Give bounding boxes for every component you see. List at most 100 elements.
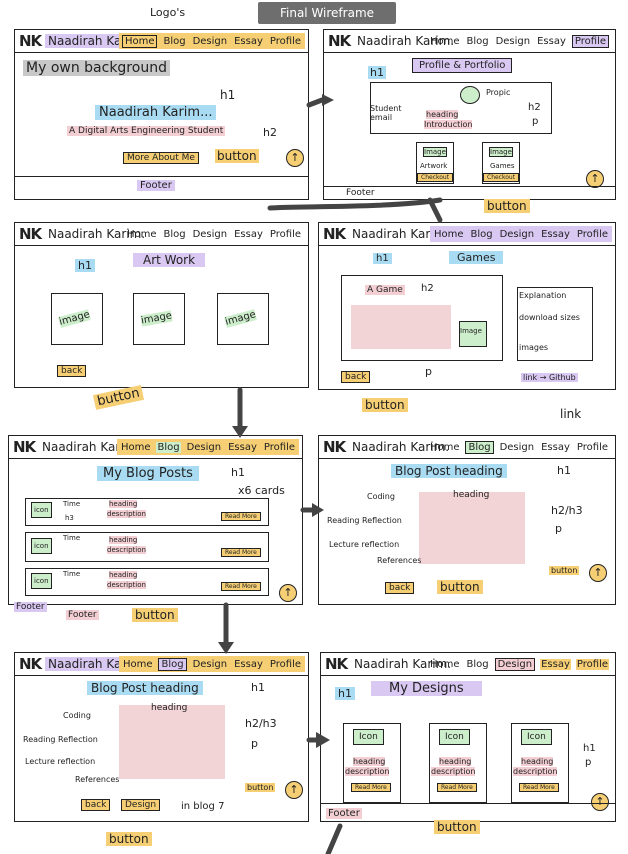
nav-design[interactable]: Design xyxy=(495,35,531,47)
logo[interactable]: NK xyxy=(323,225,346,243)
nav-essay[interactable]: Essay xyxy=(541,441,570,453)
games-card[interactable] xyxy=(482,142,520,184)
art-image-3[interactable] xyxy=(217,293,269,345)
read-more-button[interactable]: Read More xyxy=(351,783,391,792)
design-card-heading: heading xyxy=(521,757,554,766)
background-note: My own background xyxy=(23,60,170,76)
logo[interactable]: NK xyxy=(19,225,42,243)
scroll-up-button[interactable]: ↑ xyxy=(586,170,604,188)
logo[interactable]: NK xyxy=(328,32,351,50)
scroll-up-button[interactable]: ↑ xyxy=(279,584,297,602)
github-link[interactable]: link → Github xyxy=(521,373,578,382)
design-card[interactable] xyxy=(511,723,569,803)
nav-profile[interactable]: Profile xyxy=(269,658,301,670)
back-button[interactable]: back xyxy=(341,371,371,383)
nav-home[interactable]: Home xyxy=(429,35,460,47)
read-more-button[interactable]: Read More xyxy=(221,512,261,521)
game-card xyxy=(341,275,503,361)
content-block xyxy=(419,492,525,564)
nav-essay[interactable]: Essay xyxy=(540,658,571,670)
art-image-1[interactable] xyxy=(51,293,103,345)
nav-blog[interactable]: Blog xyxy=(470,228,493,240)
brand-name[interactable]: Naadirah Karim. xyxy=(357,34,455,48)
nav-design[interactable]: Design xyxy=(192,228,228,240)
nav-blog[interactable]: Blog xyxy=(466,658,489,670)
back-button[interactable]: back xyxy=(81,799,111,811)
profile-heading: heading xyxy=(426,110,459,119)
read-more-button[interactable]: Read More xyxy=(221,582,261,591)
h1-annotation: h1 xyxy=(368,66,386,79)
nav-design[interactable]: Design xyxy=(192,35,228,47)
read-more-button[interactable]: Read More xyxy=(437,783,477,792)
nav-profile[interactable]: Profile xyxy=(269,35,301,47)
blog-card[interactable] xyxy=(25,532,269,562)
nav-home[interactable]: Home xyxy=(122,658,153,670)
blog-card[interactable] xyxy=(25,568,269,596)
design-card[interactable] xyxy=(429,723,487,803)
scroll-up-button[interactable]: ↑ xyxy=(286,149,304,167)
art-image-2[interactable] xyxy=(133,293,185,345)
read-more-button[interactable]: Read More xyxy=(519,783,559,792)
logo[interactable]: NK xyxy=(13,438,36,456)
nav-blog[interactable]: Blog xyxy=(163,228,186,240)
nav-essay[interactable]: Essay xyxy=(541,228,570,240)
nav-design[interactable]: Design xyxy=(186,441,222,453)
nav-menu: Home Blog Design Essay Profile xyxy=(426,33,612,49)
nav-blog[interactable]: Blog xyxy=(163,35,186,47)
logo[interactable]: NK xyxy=(19,655,42,673)
brand-name[interactable]: Naadirah Karim. xyxy=(48,227,146,241)
nav-profile[interactable]: Profile xyxy=(575,658,609,670)
logo[interactable]: NK xyxy=(325,655,348,673)
artwork-checkout-button[interactable]: Checkout xyxy=(417,173,454,182)
design-button[interactable]: Design xyxy=(121,799,161,811)
nav-home[interactable]: Home xyxy=(429,658,460,670)
read-more-button[interactable]: Read More xyxy=(221,548,261,557)
back-button[interactable]: back xyxy=(57,365,87,377)
nav-profile[interactable]: Profile xyxy=(263,441,295,453)
nav-profile[interactable]: Profile xyxy=(576,441,608,453)
nav-home[interactable]: Home xyxy=(121,34,158,48)
nav-blog[interactable]: Blog xyxy=(156,441,181,453)
footer-label: Footer xyxy=(326,808,362,819)
scroll-up-button[interactable]: ↑ xyxy=(591,793,609,811)
blog-card-heading: heading xyxy=(109,536,138,544)
more-about-me-button[interactable]: More About Me xyxy=(123,152,199,164)
button-annotation: button xyxy=(362,398,408,412)
scroll-up-button[interactable]: ↑ xyxy=(589,564,607,582)
button-annotation: button xyxy=(484,199,530,213)
logo[interactable]: NK xyxy=(323,438,346,456)
nav-design[interactable]: Design xyxy=(192,658,228,670)
brand-name[interactable]: Naadirah Karim. xyxy=(352,227,450,241)
game-image[interactable] xyxy=(459,321,487,347)
brand-name[interactable]: Naadirah Karim. xyxy=(42,440,140,454)
arrow-profile-games xyxy=(427,197,443,223)
nav-essay[interactable]: Essay xyxy=(537,35,566,47)
nav-blog[interactable]: Blog xyxy=(466,35,489,47)
nav-essay[interactable]: Essay xyxy=(234,228,263,240)
nav-design[interactable]: Design xyxy=(499,228,535,240)
scroll-up-button[interactable]: ↑ xyxy=(285,781,303,799)
nav-essay[interactable]: Essay xyxy=(228,441,257,453)
blog-card[interactable] xyxy=(25,498,269,526)
nav-essay[interactable]: Essay xyxy=(234,35,263,47)
nav-blog[interactable]: Blog xyxy=(158,657,187,671)
brand-name[interactable]: Naadirah Karim. xyxy=(352,440,450,454)
nav-home[interactable]: Home xyxy=(126,228,157,240)
brand-name[interactable]: Naadirah Karim. xyxy=(354,657,452,671)
nav-essay[interactable]: Essay xyxy=(234,658,263,670)
blog-card-desc: description xyxy=(107,510,146,518)
back-button[interactable]: back xyxy=(385,582,415,594)
nav-home[interactable]: Home xyxy=(120,441,151,453)
nav-design[interactable]: Design xyxy=(494,657,536,671)
artwork-card[interactable] xyxy=(416,142,454,184)
nav-home[interactable]: Home xyxy=(429,441,460,453)
nav-blog[interactable]: Blog xyxy=(465,440,494,454)
nav-design[interactable]: Design xyxy=(499,441,535,453)
nav-home[interactable]: Home xyxy=(433,228,464,240)
nav-profile[interactable]: Profile xyxy=(269,228,301,240)
games-checkout-button[interactable]: Checkout xyxy=(483,173,520,182)
nav-profile[interactable]: Profile xyxy=(571,34,609,48)
logo[interactable]: NK xyxy=(19,32,42,50)
design-card[interactable] xyxy=(343,723,401,803)
nav-profile[interactable]: Profile xyxy=(576,228,608,240)
